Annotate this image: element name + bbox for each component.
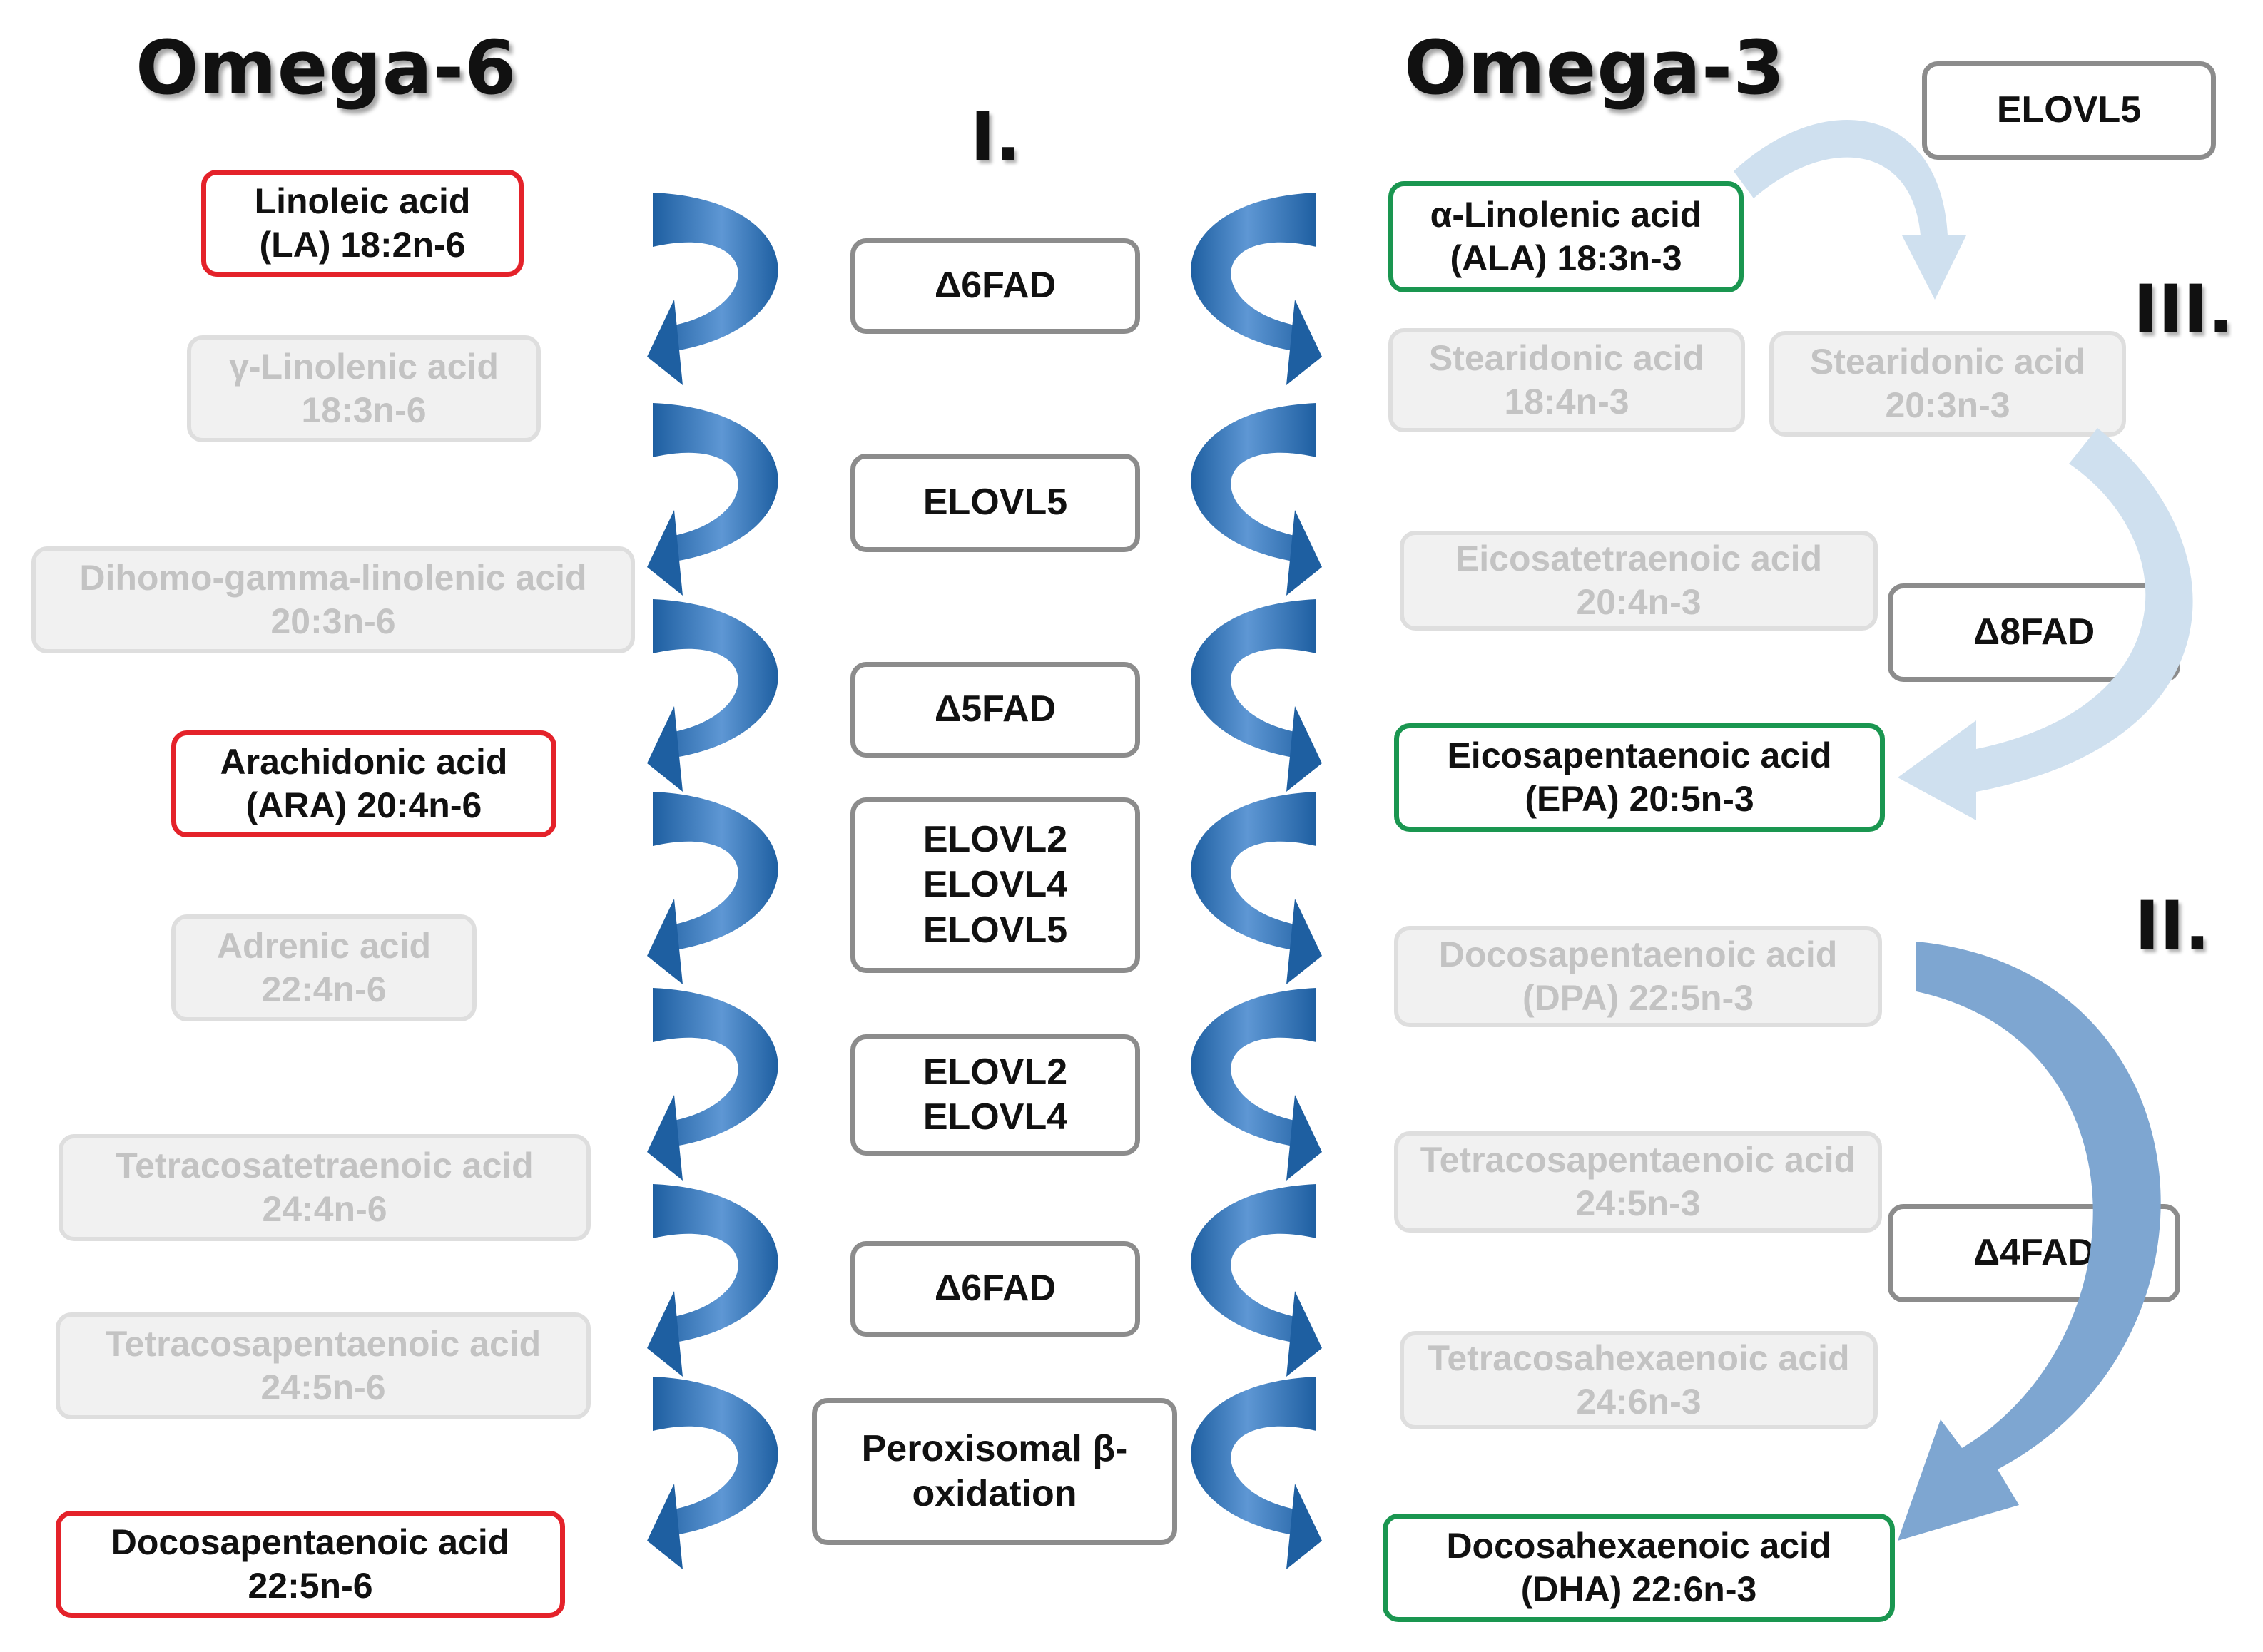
omega6-step-arrow-3-head: [647, 706, 683, 792]
enzyme-side-elovl5: ELOVL5: [1922, 61, 2216, 160]
omega6-step-arrow-4-body: [653, 792, 778, 952]
omega3-acid-docosahexaenoic: Docosahexaenoic acid(DHA) 22:6n-3: [1383, 1514, 1895, 1622]
pathway-ii-delta4fad-arrow: [1898, 942, 2161, 1541]
omega3-heading: Omega-3: [1404, 24, 1786, 111]
omega6-step-arrow-6-body: [653, 1184, 778, 1345]
omega6-step-arrow-5-head: [647, 1095, 683, 1181]
enzyme-elovl5-step2: ELOVL5: [850, 454, 1140, 552]
omega3-step-arrow-2-head: [1286, 510, 1322, 596]
omega3-step-arrow-7-body: [1191, 1377, 1316, 1537]
enzyme-side-delta8fad: Δ8FAD: [1888, 583, 2180, 682]
omega3-acid-eicosapentaenoic: Eicosapentaenoic acid(EPA) 20:5n-3: [1394, 723, 1885, 832]
omega3-step-arrow-7-head: [1286, 1484, 1322, 1569]
pathway-label-i: I.: [970, 98, 1021, 176]
pathway-label-ii: II.: [2135, 887, 2210, 965]
omega3-step-arrow-1-body: [1191, 193, 1316, 353]
enzyme-delta6fad-step6: Δ6FAD: [850, 1241, 1140, 1337]
omega6-acid-linoleic: Linoleic acid(LA) 18:2n-6: [201, 170, 524, 277]
omega3-acid-docosapentaenoic: Docosapentaenoic acid(DPA) 22:5n-3: [1394, 926, 1882, 1027]
enzyme-delta5fad-step3: Δ5FAD: [850, 662, 1140, 758]
omega6-step-arrow-2-head: [647, 510, 683, 596]
omega6-step-arrow-4-head: [647, 899, 683, 984]
omega6-step-arrow-1-head: [647, 300, 683, 385]
omega6-step-arrow-7-head: [647, 1484, 683, 1569]
omega6-step-arrow-7-body: [653, 1377, 778, 1537]
enzyme-delta6fad-step1: Δ6FAD: [850, 238, 1140, 334]
omega6-step-arrow-6-head: [647, 1291, 683, 1377]
enzyme-peroxisomal-beta-oxidation: Peroxisomal β-oxidation: [812, 1398, 1177, 1545]
pathway-label-iii: III.: [2133, 271, 2234, 349]
omega3-step-arrow-2-body: [1191, 403, 1316, 564]
omega3-step-arrow-3-body: [1191, 599, 1316, 760]
omega3-step-arrow-4-head: [1286, 899, 1322, 984]
omega6-step-arrow-2-body: [653, 403, 778, 564]
omega6-step-arrow-3-body: [653, 599, 778, 760]
omega3-step-arrow-6-body: [1191, 1184, 1316, 1345]
omega3-acid-alpha-linolenic: α-Linolenic acid(ALA) 18:3n-3: [1388, 181, 1744, 292]
omega6-step-arrow-1-body: [653, 193, 778, 353]
omega6-heading: Omega-6: [136, 24, 517, 111]
omega6-step-arrow-5-body: [653, 988, 778, 1148]
omega3-step-arrow-5-body: [1191, 988, 1316, 1148]
omega3-step-arrow-1-head: [1286, 300, 1322, 385]
omega3-step-arrow-3-head: [1286, 706, 1322, 792]
omega3-step-arrow-5-head: [1286, 1095, 1322, 1181]
omega6-acid-arachidonic: Arachidonic acid(ARA) 20:4n-6: [171, 730, 556, 837]
omega3-step-arrow-6-head: [1286, 1291, 1322, 1377]
pathway-iii-elovl5-arrow: [1734, 120, 1966, 300]
omega3-step-arrow-4-body: [1191, 792, 1316, 952]
pathway-iii-delta8fad-arrow: [1898, 428, 2193, 820]
